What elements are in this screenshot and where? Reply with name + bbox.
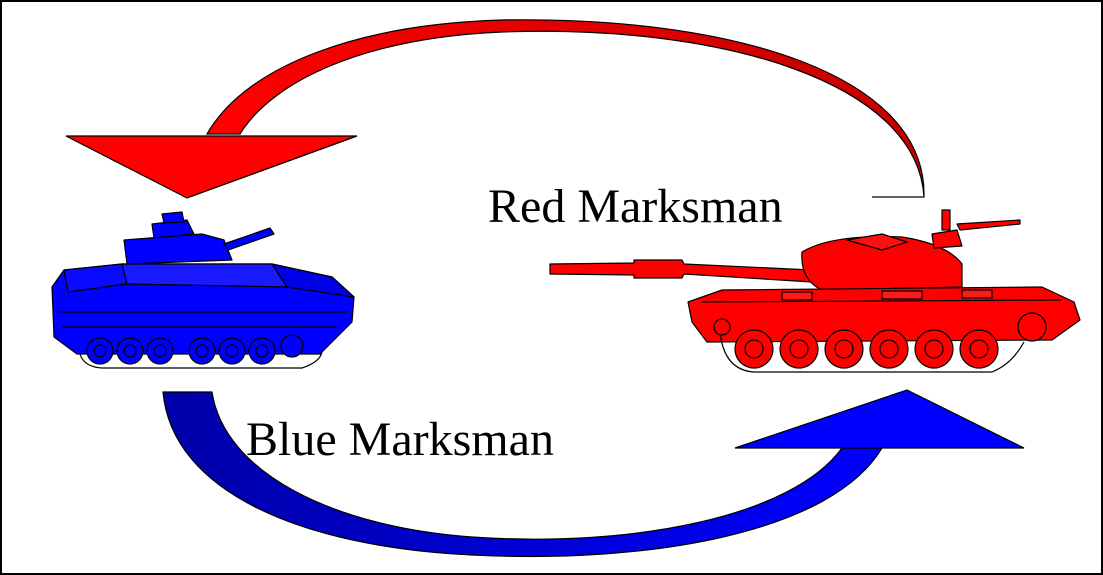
- red-arrow-head: [66, 136, 357, 198]
- red-tank-icon: [550, 210, 1080, 372]
- red-marksman-label: Red Marksman: [488, 183, 783, 231]
- red-curved-arrow: [66, 20, 924, 198]
- blue-vehicle-icon: [52, 212, 354, 368]
- blue-arrow-head: [735, 390, 1024, 448]
- red-arrow-arc: [207, 20, 924, 197]
- blue-marksman-label: Blue Marksman: [246, 416, 554, 464]
